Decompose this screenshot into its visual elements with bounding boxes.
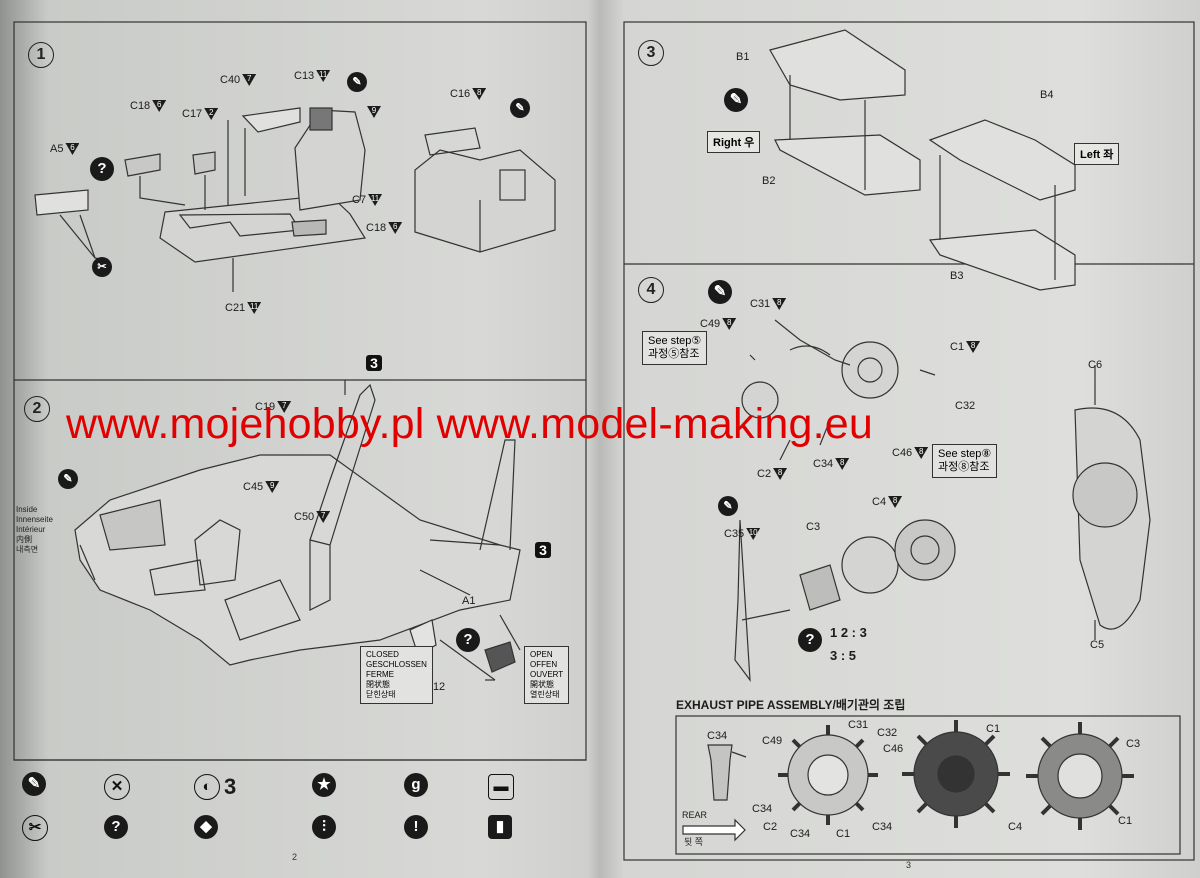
cement-icon: ✎ (58, 469, 78, 489)
part-number-9: 9 (365, 106, 381, 118)
weight-icon: g (404, 773, 428, 797)
cement-icon: ✎ (724, 88, 748, 112)
paint-number-3: 3 (535, 542, 551, 558)
part-b4: B4 (1040, 89, 1054, 101)
step-4-number: 4 (638, 277, 664, 303)
cement-icon: ✎ (347, 72, 367, 92)
exhaust-c34-c: C34 (790, 828, 811, 840)
step-1-number: 1 (28, 42, 54, 68)
use-filler-icon: ▬ (488, 774, 514, 800)
part-c12: C12 (425, 681, 446, 693)
exhaust-c34-b: C34 (752, 803, 773, 815)
exhaust-box (675, 715, 1181, 855)
paint-scheme-icon: ▮ (488, 815, 512, 839)
part-b3: B3 (950, 270, 964, 282)
part-b2: B2 (762, 175, 776, 187)
paint-ratio-2: 3 : 5 (830, 648, 857, 663)
exhaust-c34: C34 (707, 730, 728, 742)
legend-number-3: 3 (224, 774, 237, 799)
exhaust-c1-c: C1 (1118, 815, 1133, 827)
cement-icon: ✎ (718, 496, 738, 516)
caution-icon: ! (404, 815, 428, 839)
exhaust-c3: C3 (1126, 738, 1141, 750)
cement-icon: ✎ (22, 772, 46, 796)
exhaust-title: EXHAUST PIPE ASSEMBLY/배기관의 조립 (676, 698, 906, 712)
right-page-frame (623, 21, 1195, 861)
exhaust-c4: C4 (1008, 821, 1023, 833)
paint-icon: ◐ (194, 774, 220, 800)
exhaust-c1-a: C1 (986, 723, 1001, 735)
step-3-number: 3 (638, 40, 664, 66)
exhaust-c1-b: C1 (836, 828, 851, 840)
part-a1: A1 (462, 595, 476, 607)
exhaust-c49: C49 (762, 735, 783, 747)
paint-brush-icon: ⫶ (312, 815, 336, 839)
question-icon: ? (104, 815, 128, 839)
right-tag: Right 우 (707, 131, 761, 153)
repeat-icon: ◆ (194, 815, 218, 839)
question-icon: ? (90, 157, 114, 181)
exhaust-c32: C32 (877, 727, 898, 739)
paint-ratio-1: 1 2 : 3 (830, 625, 867, 640)
no-cement-icon: ✕ (104, 774, 130, 800)
page-number-left: 2 (292, 852, 298, 862)
exhaust-c46: C46 (883, 743, 904, 755)
exhaust-c2: C2 (763, 821, 778, 833)
question-icon: ? (798, 628, 822, 652)
rear-label: REAR (682, 810, 708, 820)
cement-icon: ✎ (510, 98, 530, 118)
knife-icon: ✂ (92, 257, 112, 277)
part-c6: C6 (1088, 359, 1103, 371)
exhaust-c31: C31 (848, 719, 869, 731)
question-icon: ? (456, 628, 480, 652)
step-2-number: 2 (24, 396, 50, 422)
paint-number-3: 3 (366, 355, 382, 371)
page-number-right: 3 (906, 860, 912, 870)
decal-icon: ★ (312, 773, 336, 797)
part-c5: C5 (1090, 639, 1105, 651)
part-c32: C32 (955, 400, 976, 412)
cement-icon: ✎ (708, 280, 732, 304)
part-b1: B1 (736, 51, 750, 63)
watermark: www.mojehobby.pl www.model-making.eu (66, 400, 874, 448)
part-c3: C3 (806, 521, 821, 533)
cut-icon: ✂ (22, 815, 48, 841)
exhaust-c34-d: C34 (872, 821, 893, 833)
left-tag: Left 좌 (1074, 143, 1120, 165)
rear-label-kr: 뒷 쪽 (684, 837, 704, 847)
